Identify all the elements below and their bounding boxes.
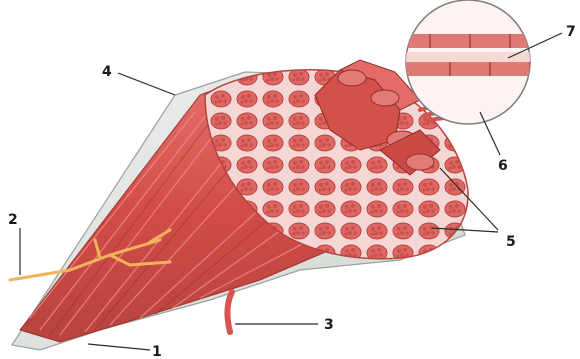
nerve	[227, 292, 232, 332]
label-2: 2	[8, 212, 18, 228]
label-1: 1	[152, 344, 162, 359]
label-6: 6	[498, 158, 508, 174]
label-7: 7	[566, 24, 576, 40]
label-4: 4	[102, 64, 112, 80]
label-5: 5	[506, 234, 516, 250]
label-3: 3	[324, 317, 334, 333]
myofibril-magnifier	[400, 0, 540, 124]
